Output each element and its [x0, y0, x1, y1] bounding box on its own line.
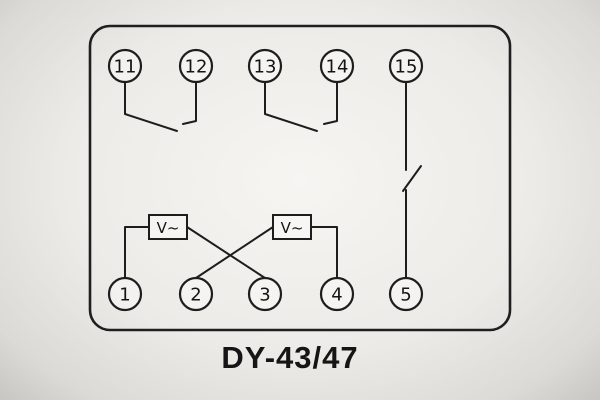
- voltage-coil-1-label: V~: [157, 219, 180, 237]
- terminal-11-label: 11: [114, 57, 137, 78]
- terminal-12: 12: [178, 48, 214, 84]
- wire-terminal1-coil1: [124, 226, 150, 279]
- terminal-4-circle: [319, 276, 355, 312]
- terminal-11-circle: [107, 48, 143, 84]
- terminal-12-label: 12: [185, 57, 208, 78]
- terminal-2-circle: [178, 276, 214, 312]
- terminal-5-circle: [388, 276, 424, 312]
- terminal-4: 4: [319, 276, 355, 312]
- diagram-border: [88, 24, 512, 332]
- terminal-14-circle: [319, 48, 355, 84]
- terminal-5-label: 5: [400, 285, 411, 306]
- no-contact-symbol-13-14: [264, 81, 338, 132]
- terminal-13-circle: [247, 48, 283, 84]
- terminal-3: 3: [247, 276, 283, 312]
- terminal-1-label: 1: [119, 285, 130, 306]
- voltage-coil-1: V~: [148, 214, 188, 240]
- terminal-14: 14: [319, 48, 355, 84]
- terminal-11: 11: [107, 48, 143, 84]
- break-contact-symbol-15-5: [402, 81, 422, 279]
- diagram-caption: DY-43/47: [221, 340, 358, 375]
- voltage-coil-1-box: [148, 214, 188, 240]
- terminal-13: 13: [247, 48, 283, 84]
- terminal-15: 15: [388, 48, 424, 84]
- terminal-12-circle: [178, 48, 214, 84]
- terminal-4-label: 4: [331, 285, 342, 306]
- voltage-coil-2-label: V~: [281, 219, 304, 237]
- no-contact-symbol-11-12: [124, 81, 197, 132]
- wire-terminal2-coil2: [195, 226, 274, 279]
- voltage-coil-2-box: [272, 214, 312, 240]
- terminal-5: 5: [388, 276, 424, 312]
- terminal-2-label: 2: [190, 285, 201, 306]
- terminal-1: 1: [107, 276, 143, 312]
- terminal-3-label: 3: [259, 285, 270, 306]
- terminal-15-label: 15: [395, 57, 418, 78]
- terminal-2: 2: [178, 276, 214, 312]
- voltage-coil-2: V~: [272, 214, 312, 240]
- terminal-15-circle: [388, 48, 424, 84]
- terminal-14-label: 14: [326, 57, 349, 78]
- terminal-3-circle: [247, 276, 283, 312]
- wire-coil2-terminal4: [310, 226, 338, 279]
- wire-coil1-terminal3: [186, 226, 266, 279]
- terminal-1-circle: [107, 276, 143, 312]
- terminal-13-label: 13: [254, 57, 277, 78]
